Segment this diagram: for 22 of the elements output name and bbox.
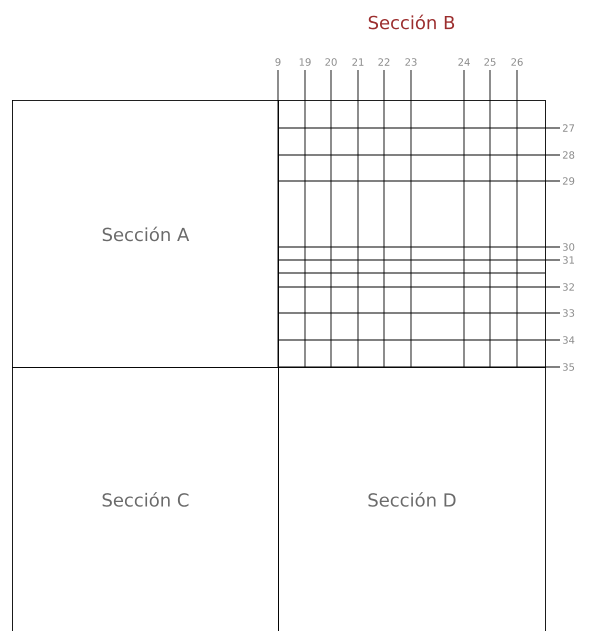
line-number: 23 xyxy=(405,58,417,66)
line-number: 21 xyxy=(352,58,364,66)
line-number: 20 xyxy=(325,58,337,66)
line-number: 9 xyxy=(275,58,280,66)
line-number: 19 xyxy=(300,58,311,66)
node-label: Sección B xyxy=(368,14,454,30)
line-number: 22 xyxy=(378,58,390,66)
line-number: 33 xyxy=(562,309,574,317)
line-number: 32 xyxy=(562,283,574,291)
line-number: 34 xyxy=(562,336,574,344)
line-number: 35 xyxy=(562,363,574,371)
line-number: 26 xyxy=(511,58,523,66)
line-number: 31 xyxy=(562,256,574,264)
line-number: 28 xyxy=(562,151,574,159)
section-box: Sección D xyxy=(278,367,546,631)
line-number: 25 xyxy=(484,58,496,66)
line-number: 29 xyxy=(562,177,574,185)
section-box: Sección C xyxy=(12,367,279,631)
line-number: 24 xyxy=(458,58,470,66)
line-number: 30 xyxy=(562,243,574,251)
section-box: Sección A xyxy=(12,100,279,368)
line-number: 27 xyxy=(562,124,574,132)
